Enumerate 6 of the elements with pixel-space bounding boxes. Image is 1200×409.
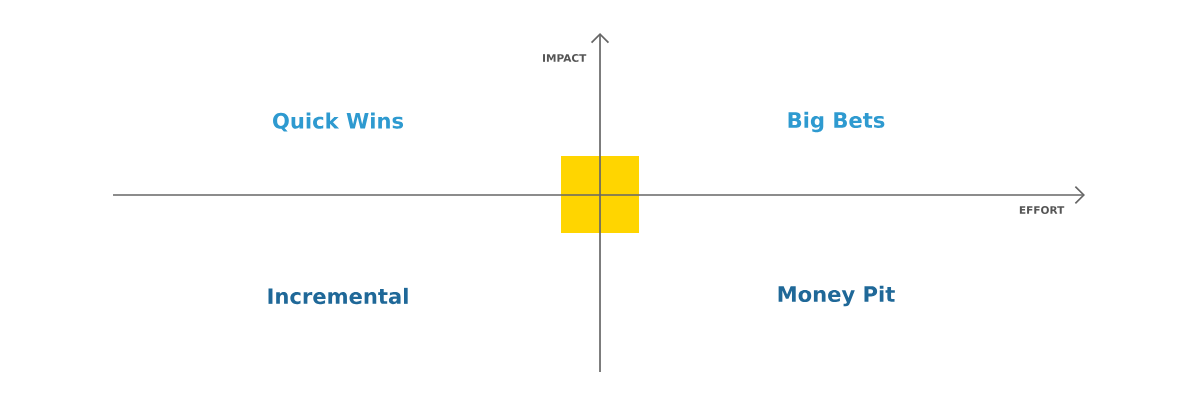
- quadrant-label: Money Pit: [778, 285, 895, 307]
- axis-label: EFFORT: [1019, 206, 1065, 214]
- quadrant-label: Incremental: [268, 287, 408, 305]
- quadrant-label: Quick Wins: [273, 112, 404, 132]
- quadrant-label: Big Bets: [788, 111, 885, 133]
- axis-label: IMPACT: [543, 54, 587, 62]
